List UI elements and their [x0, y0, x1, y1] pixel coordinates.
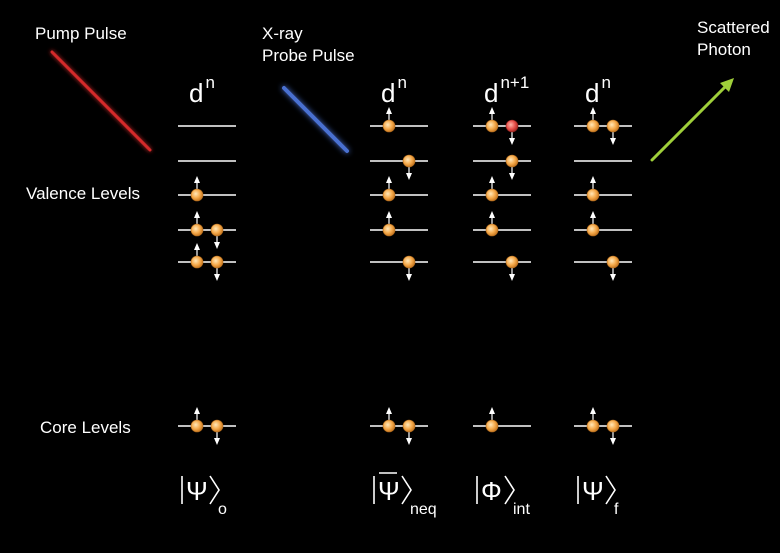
- ket-subscript: neq: [410, 501, 437, 518]
- electron: [402, 154, 416, 180]
- electron: [485, 176, 499, 202]
- valence-levels-label: Valence Levels: [26, 184, 140, 203]
- electron: [402, 419, 416, 445]
- ket-symbol: Ψ: [582, 476, 604, 506]
- electron: [606, 419, 620, 445]
- electron: [190, 407, 204, 433]
- valence-level: [473, 107, 531, 145]
- electron: [190, 243, 204, 269]
- valence-level: [178, 176, 236, 202]
- scattered-photon-label-line2: Photon: [697, 40, 751, 59]
- scattered-photon-arrow: [650, 78, 734, 162]
- valence-level: [370, 107, 428, 133]
- core-level: [178, 407, 236, 445]
- ket-symbol: Φ: [481, 476, 502, 506]
- core-level: [370, 407, 428, 445]
- core-levels-label: Core Levels: [40, 418, 131, 437]
- state-ket-final: Ψf: [577, 475, 619, 518]
- valence-level: [473, 255, 531, 281]
- ket-symbol: Ψ: [186, 476, 208, 506]
- electron: [382, 211, 396, 237]
- valence-level: [574, 255, 632, 281]
- valence-level: [370, 255, 428, 281]
- pump-pulse-label: Pump Pulse: [35, 24, 127, 43]
- ket-symbol: Ψ: [378, 476, 400, 506]
- excited-electron: [505, 119, 519, 145]
- electron: [485, 211, 499, 237]
- electron: [505, 154, 519, 180]
- ket-subscript: int: [513, 501, 530, 518]
- valence-level: [178, 211, 236, 249]
- core-level: [473, 407, 531, 433]
- electron: [210, 255, 224, 281]
- probe-pulse-label-line1: X-ray: [262, 24, 303, 43]
- electron: [586, 176, 600, 202]
- electron: [382, 176, 396, 202]
- electron: [485, 407, 499, 433]
- electron: [210, 419, 224, 445]
- pump-beam: [50, 50, 152, 152]
- valence-level: [574, 176, 632, 202]
- probe-beam: [282, 86, 349, 153]
- probe-pulse-label-line2: Probe Pulse: [262, 46, 355, 65]
- electron: [402, 255, 416, 281]
- electron: [382, 107, 396, 133]
- valence-level: [473, 211, 531, 237]
- valence-level: [178, 243, 236, 281]
- valence-level: [473, 176, 531, 202]
- electron: [606, 119, 620, 145]
- valence-level: [370, 211, 428, 237]
- electron: [190, 176, 204, 202]
- state-ket-initial: Ψo: [181, 475, 227, 518]
- electron: [586, 211, 600, 237]
- electron: [485, 107, 499, 133]
- electron: [586, 407, 600, 433]
- electron: [586, 107, 600, 133]
- electron: [606, 255, 620, 281]
- electron: [505, 255, 519, 281]
- ket-subscript: f: [614, 501, 619, 518]
- core-level: [574, 407, 632, 445]
- electron: [210, 223, 224, 249]
- electron: [190, 211, 204, 237]
- valence-level: [574, 211, 632, 237]
- valence-level: [370, 176, 428, 202]
- scattered-photon-label-line1: Scattered: [697, 18, 770, 37]
- valence-level: [370, 154, 428, 180]
- electron: [382, 407, 396, 433]
- valence-level: [574, 107, 632, 145]
- valence-level: [473, 154, 531, 180]
- ket-subscript: o: [218, 501, 227, 518]
